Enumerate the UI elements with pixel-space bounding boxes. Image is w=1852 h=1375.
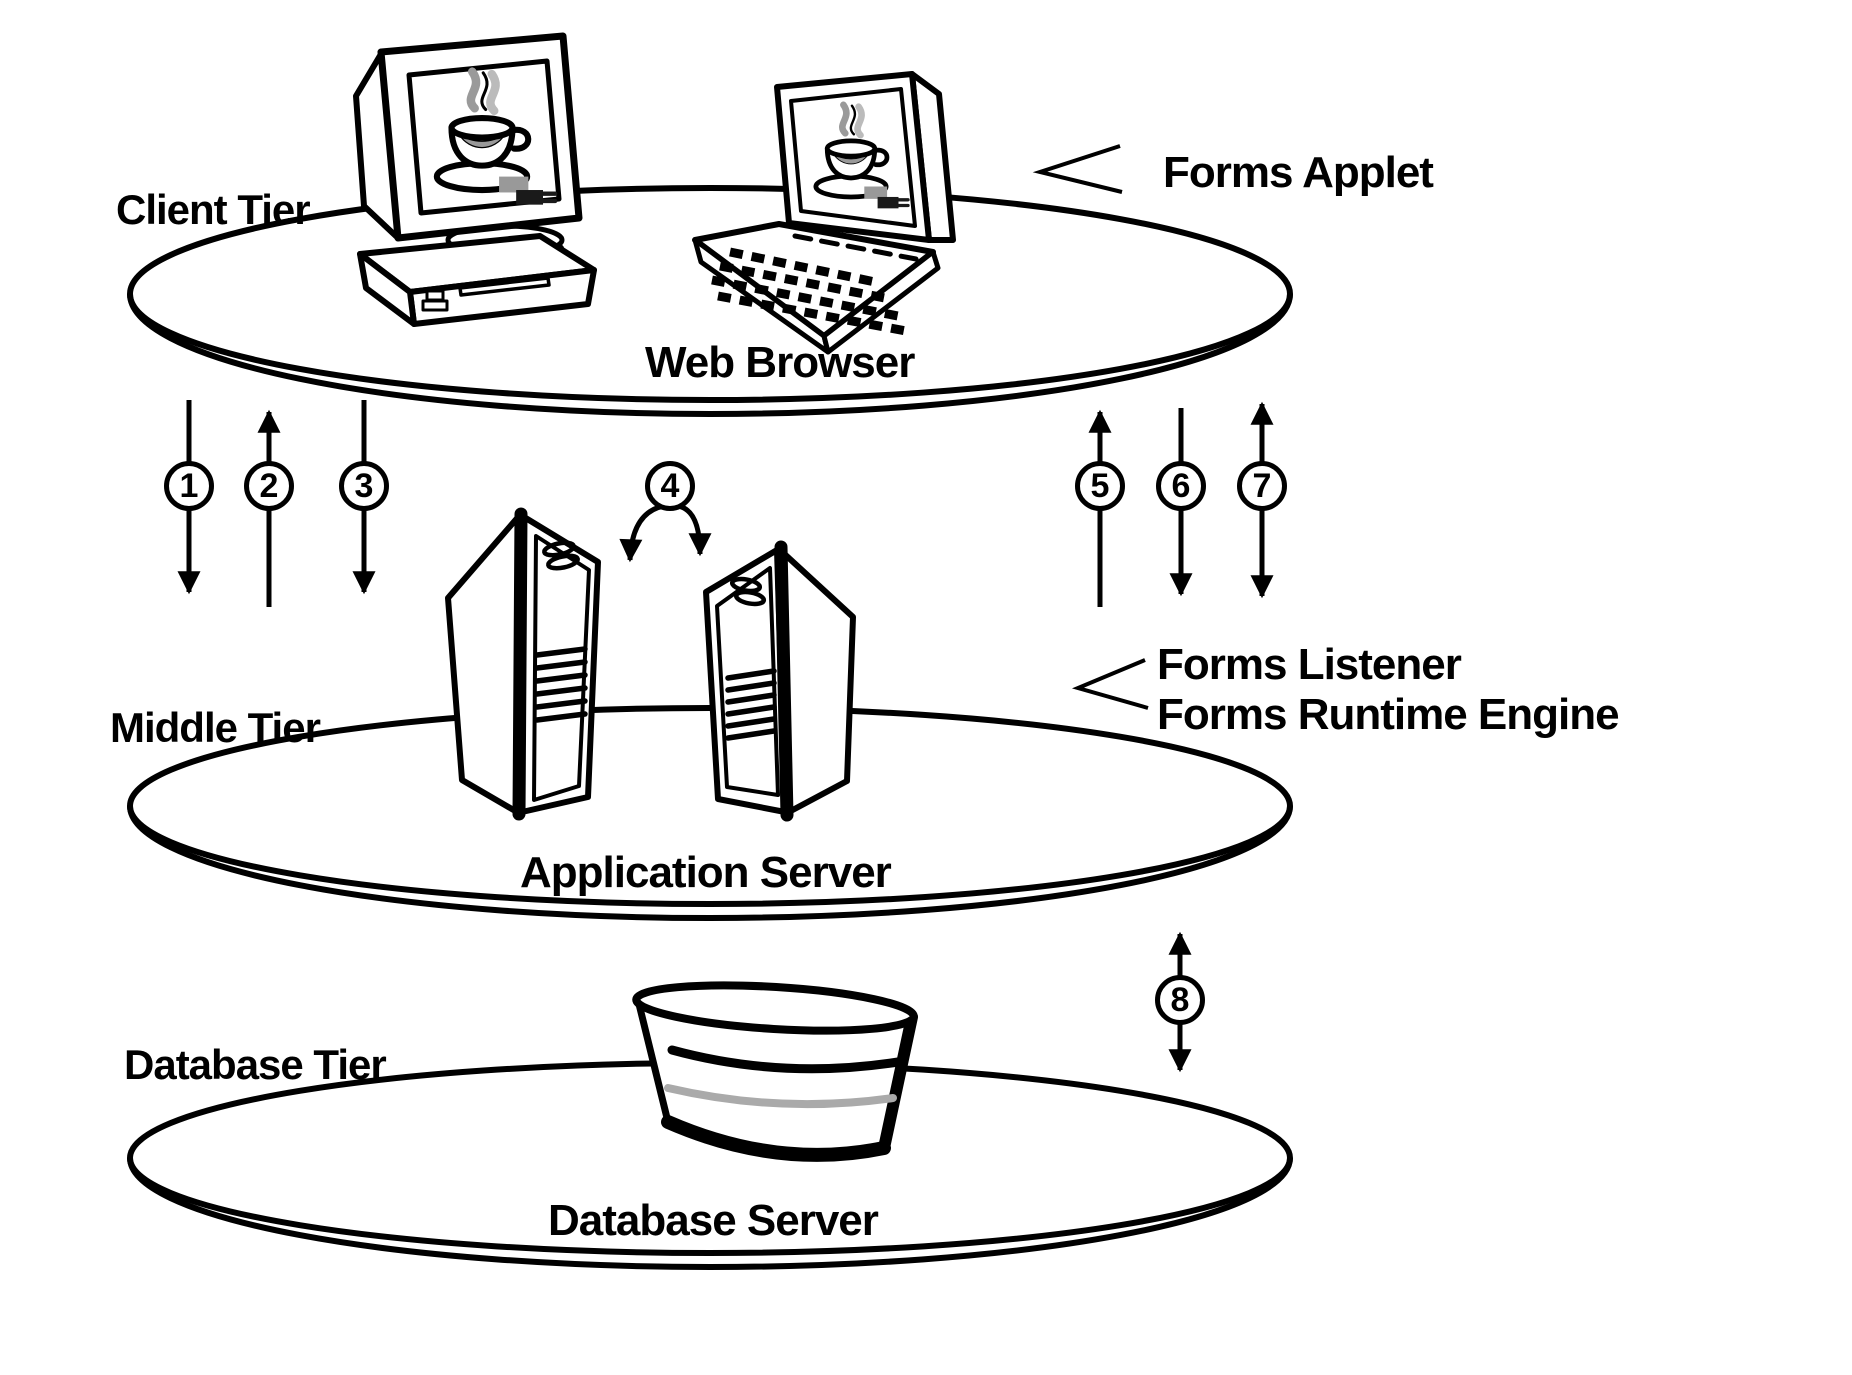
step-circle-2: 2 [244, 461, 294, 511]
step-circle-4: 4 [645, 461, 695, 511]
arrow-4-right-branch [677, 503, 712, 557]
forms-runtime-engine-label: Forms Runtime Engine [1157, 690, 1620, 739]
step-circle-8: 8 [1155, 975, 1205, 1025]
client-tier-platter [127, 185, 1293, 417]
forms-applet-callout-chevron-icon [1032, 144, 1123, 194]
server-tower-right-icon [703, 540, 856, 822]
client-tier-label: Client Tier [116, 186, 311, 233]
server-logo [729, 576, 767, 607]
server-vent-grille [725, 668, 777, 741]
desktop-computer-icon [353, 32, 597, 327]
arrow-4-left-branch [619, 503, 665, 563]
step-circle-5: 5 [1075, 461, 1125, 511]
forms-listener-label: Forms Listener [1157, 640, 1462, 689]
middle-tier-label: Middle Tier [110, 704, 321, 751]
laptop-icon [692, 71, 956, 355]
server-tower-left-icon [445, 507, 601, 821]
database-server-label: Database Server [548, 1196, 879, 1245]
database-bucket-icon [632, 981, 918, 1162]
server-logo [542, 540, 580, 571]
step-circle-3: 3 [339, 461, 389, 511]
step-circle-1: 1 [164, 461, 214, 511]
forms-listener-callout-chevron-icon [1071, 658, 1149, 710]
step-circle-6: 6 [1156, 461, 1206, 511]
forms-applet-label: Forms Applet [1163, 148, 1434, 197]
laptop-keys [711, 247, 907, 336]
server-vent-grille [534, 646, 588, 723]
web-browser-label: Web Browser [645, 338, 915, 387]
application-server-label: Application Server [520, 848, 892, 897]
step-circle-7: 7 [1237, 461, 1287, 511]
database-tier-label: Database Tier [124, 1041, 387, 1088]
